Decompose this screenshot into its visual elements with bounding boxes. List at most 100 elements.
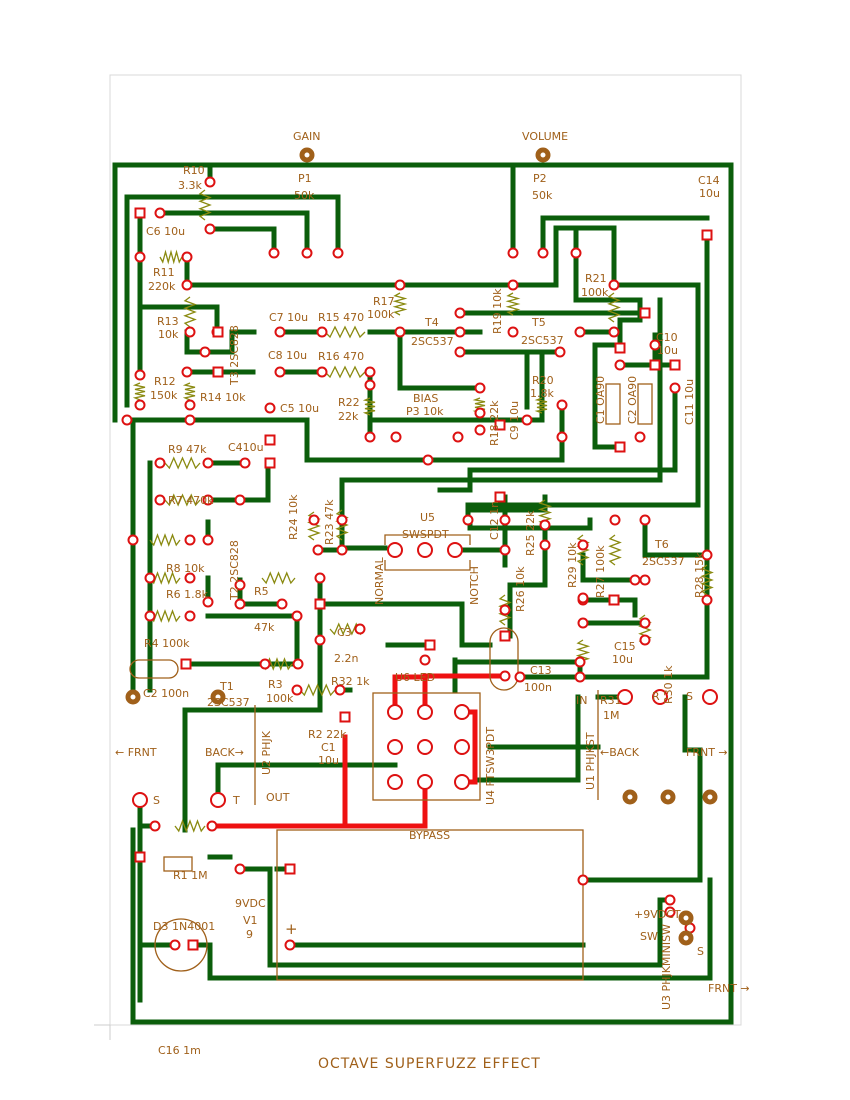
bias-label: BIAS	[413, 392, 438, 405]
pad	[154, 494, 166, 506]
c1-label: C1	[321, 741, 336, 754]
mounting-hole	[535, 147, 551, 163]
trace	[137, 304, 220, 335]
pad	[292, 658, 304, 670]
c11-label: C11 10u	[683, 379, 696, 425]
t5-value: 2SC537	[521, 334, 564, 347]
r3-value: 100k	[266, 692, 294, 705]
resistor-symbol	[164, 456, 201, 470]
r28-label: R28 15k	[693, 552, 706, 598]
d1-label: C1 OA90	[594, 376, 607, 424]
r22-value: 22k	[338, 410, 359, 423]
u5-switch-outline	[384, 534, 471, 571]
c10-label: C10	[656, 331, 678, 344]
pad	[291, 684, 303, 696]
silkscreen-labels: GAIN VOLUME R10 3.3k P1 50k P2 50k C6 10…	[115, 130, 750, 1072]
pad	[537, 247, 549, 259]
p1-label: P1	[298, 172, 312, 185]
pads	[121, 147, 718, 951]
mounting-hole	[660, 789, 676, 805]
pad	[419, 654, 431, 666]
u5-label: U5	[420, 511, 435, 524]
pad	[499, 514, 511, 526]
c14-value: 10u	[699, 187, 720, 200]
pad	[539, 519, 551, 531]
c1-value: 10u	[318, 754, 339, 767]
v1-value: 9	[246, 928, 253, 941]
r12-value: 150k	[150, 389, 178, 402]
sw-label: SW	[640, 930, 658, 943]
r8-label: R8 10k	[166, 562, 205, 575]
pad	[474, 407, 486, 419]
pad-square	[669, 359, 681, 371]
9vdct-label: +9VDCT	[634, 908, 681, 921]
pad-square	[212, 366, 224, 378]
trace	[112, 162, 734, 1025]
t4-value: 2SC537	[411, 335, 454, 348]
resistor-symbol	[164, 493, 201, 507]
r18-label: R18 22k	[488, 400, 501, 446]
trace	[207, 226, 277, 256]
resistor-symbol	[174, 819, 206, 833]
pad	[354, 623, 366, 635]
frnt-right-label: FRNT →	[686, 746, 728, 759]
r17-value: 100k	[367, 308, 395, 321]
pad	[264, 402, 276, 414]
mounting-hole	[678, 910, 694, 926]
r32-label: R32 1k	[331, 675, 370, 688]
battery-outline	[276, 829, 584, 981]
r11-value: 220k	[148, 280, 176, 293]
back-right-label: ←BACK	[600, 746, 640, 759]
pad	[454, 307, 466, 319]
component-outlines	[129, 383, 653, 981]
pad	[274, 326, 286, 338]
c15-value: 10u	[612, 653, 633, 666]
s-u3-label: S	[697, 945, 704, 958]
d2-label: C2 OA90	[626, 376, 639, 424]
r31-value: 1M	[603, 709, 620, 722]
t2-label: T2 2SC828	[228, 540, 241, 601]
pad	[614, 359, 626, 371]
u6-label: U6 LED	[395, 671, 435, 684]
pad	[609, 514, 621, 526]
u4-label: U4 FTSW3PDT	[484, 727, 497, 805]
pad	[127, 534, 139, 546]
resistor-symbol	[607, 292, 621, 323]
pad	[268, 247, 280, 259]
switch-pad	[617, 689, 633, 705]
pad-square	[134, 207, 146, 219]
trace	[580, 694, 703, 883]
t5-label: T5	[531, 316, 546, 329]
pad-square	[212, 326, 224, 338]
pad	[121, 414, 133, 426]
switch-pad	[387, 704, 403, 720]
r15-label: R15 470	[318, 311, 364, 324]
r6-label: R6 1.8k	[166, 588, 209, 601]
c3-value: 2.2n	[334, 652, 358, 665]
r21-label: R21	[585, 272, 607, 285]
pad	[199, 346, 211, 358]
pad	[577, 874, 589, 886]
r14-label: R14 10k	[200, 391, 246, 404]
trace	[477, 694, 581, 783]
trace	[205, 613, 300, 668]
pad	[184, 534, 196, 546]
d3-label: D3 1N4001	[153, 920, 215, 933]
plus-label: +	[285, 920, 298, 938]
mounting-hole	[622, 789, 638, 805]
pad	[291, 610, 303, 622]
r21-value: 100k	[581, 286, 609, 299]
trace	[437, 392, 678, 493]
c9-label: C9 10u	[508, 401, 521, 440]
switch-pad	[417, 542, 433, 558]
mounting-hole	[210, 689, 226, 705]
pad-square	[314, 598, 326, 610]
pad	[452, 431, 464, 443]
pad	[274, 366, 286, 378]
switch-pad	[417, 774, 433, 790]
pad	[701, 594, 713, 606]
pad	[499, 604, 511, 616]
switch-pad	[454, 739, 470, 755]
pad	[639, 574, 651, 586]
pad	[134, 251, 146, 263]
